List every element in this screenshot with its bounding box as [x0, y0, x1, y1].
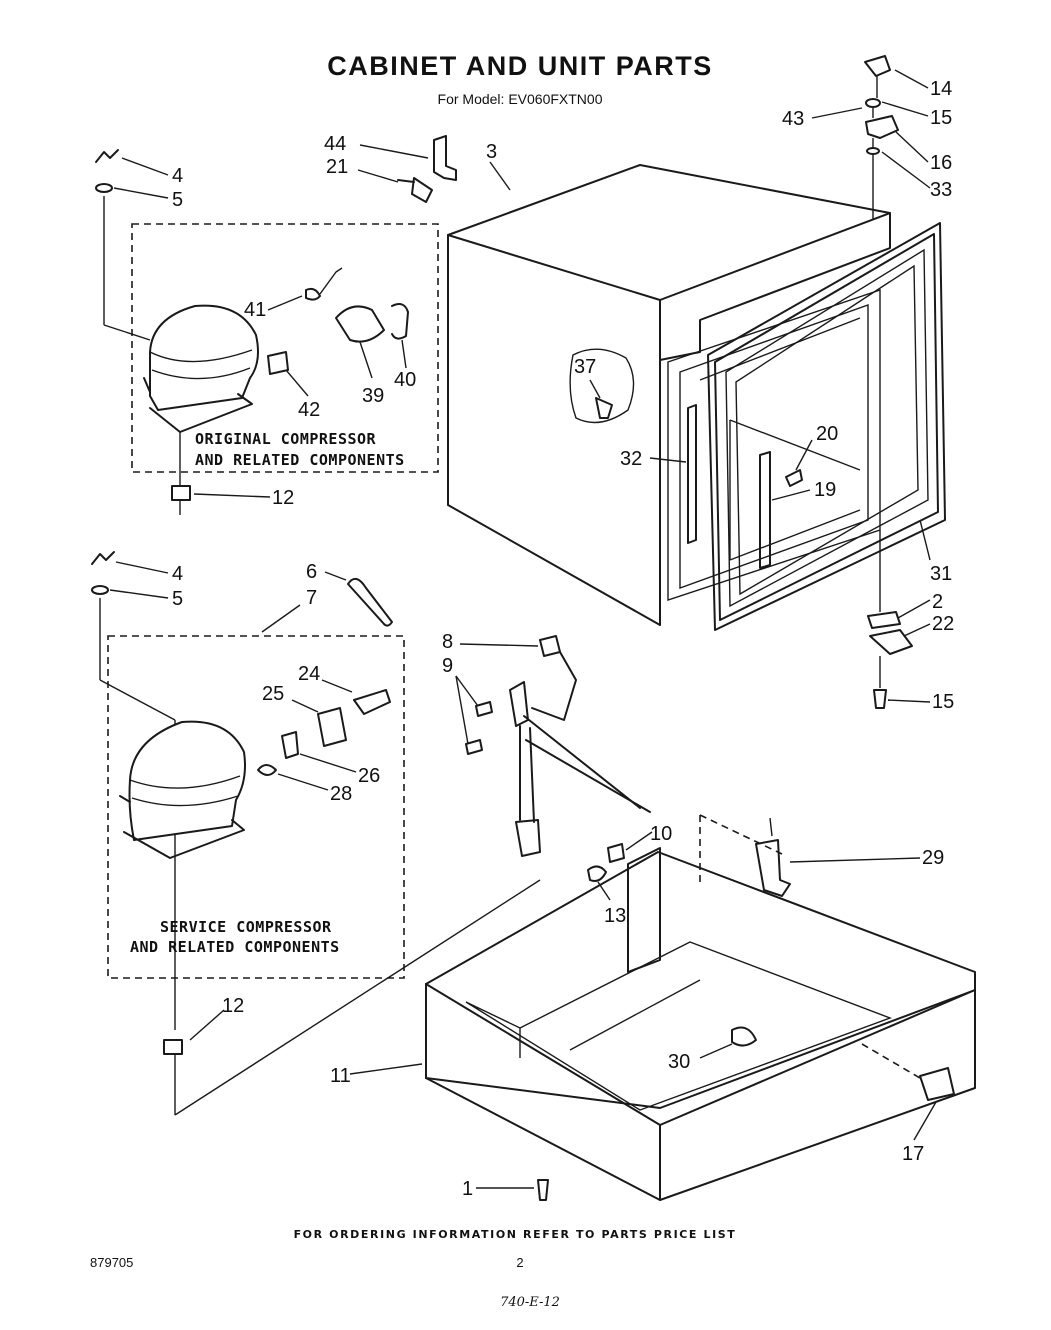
callout-5-upper: 5	[172, 189, 183, 211]
callout-numbers: 44 21 3 14 43 15 16 33 4 5 41 42 39 40 3…	[172, 78, 954, 1200]
callout-44: 44	[324, 133, 346, 155]
grommet-lower	[163, 879, 541, 1116]
document-number: 879705	[90, 1255, 133, 1270]
callout-12-upper: 12	[272, 487, 294, 509]
callout-10: 10	[650, 823, 672, 845]
original-group-label-line1: ORIGINAL COMPRESSOR	[195, 430, 377, 448]
callout-14: 14	[930, 78, 952, 100]
callout-26: 26	[358, 765, 380, 787]
callout-2: 2	[932, 591, 943, 613]
callout-6: 6	[306, 561, 317, 583]
original-compressor-group	[95, 149, 439, 485]
grommet-13	[587, 865, 607, 882]
callout-16: 16	[930, 152, 952, 174]
leader-lines	[109, 69, 937, 1189]
callout-4-lower: 4	[172, 563, 183, 585]
service-compressor-group	[91, 551, 405, 1030]
parts-44-21	[397, 135, 457, 203]
callout-15-bottom: 15	[932, 691, 954, 713]
door-gasket-frame	[707, 222, 946, 631]
callout-3: 3	[486, 141, 497, 163]
callout-13: 13	[604, 905, 626, 927]
screw-1	[537, 1179, 549, 1201]
callout-40: 40	[394, 369, 416, 391]
callout-11: 11	[330, 1065, 351, 1087]
model-subtitle: For Model: EV060FXTN00	[438, 91, 603, 107]
service-group-label-line1: SERVICE COMPRESSOR	[160, 918, 332, 936]
callout-29: 29	[922, 847, 944, 869]
page-number: 2	[516, 1255, 523, 1270]
callout-5-lower: 5	[172, 588, 183, 610]
service-group-label-line2: AND RELATED COMPONENTS	[130, 938, 340, 956]
callout-21: 21	[326, 156, 348, 178]
callout-20: 20	[816, 423, 838, 445]
handwritten-code: 740-E-12	[500, 1295, 560, 1310]
callout-28: 28	[330, 783, 352, 805]
ordering-note: FOR ORDERING INFORMATION REFER TO PARTS …	[294, 1228, 737, 1241]
callout-4-upper: 4	[172, 165, 183, 187]
callout-30: 30	[668, 1051, 690, 1073]
relay-29	[699, 814, 791, 897]
callout-22: 22	[932, 613, 954, 635]
page-title: CABINET AND UNIT PARTS	[327, 51, 713, 81]
callout-17: 17	[902, 1143, 924, 1165]
grommet-upper	[171, 485, 191, 515]
callout-19: 19	[814, 479, 836, 501]
wiring-harness	[465, 635, 651, 857]
callout-33: 33	[930, 179, 952, 201]
callout-1: 1	[462, 1178, 473, 1200]
callout-32: 32	[620, 448, 642, 470]
callout-42: 42	[298, 399, 320, 421]
base-pan	[425, 847, 976, 1201]
callout-41: 41	[244, 299, 266, 321]
callout-31: 31	[930, 563, 952, 585]
callout-7: 7	[306, 587, 317, 609]
callout-25: 25	[262, 683, 284, 705]
callout-24: 24	[298, 663, 320, 685]
callout-9: 9	[442, 655, 453, 677]
callout-37: 37	[574, 356, 596, 378]
callout-8: 8	[442, 631, 453, 653]
screw-10	[607, 843, 625, 863]
top-hinge-assembly	[864, 55, 899, 220]
callout-12-lower: 12	[222, 995, 244, 1017]
callout-39: 39	[362, 385, 384, 407]
leader-17	[861, 1043, 921, 1079]
callout-43: 43	[782, 108, 804, 130]
switch-17	[919, 1067, 955, 1101]
original-group-label-line2: AND RELATED COMPONENTS	[195, 451, 405, 469]
bottom-hinge-assembly	[867, 530, 913, 709]
callout-15-top: 15	[930, 107, 952, 129]
